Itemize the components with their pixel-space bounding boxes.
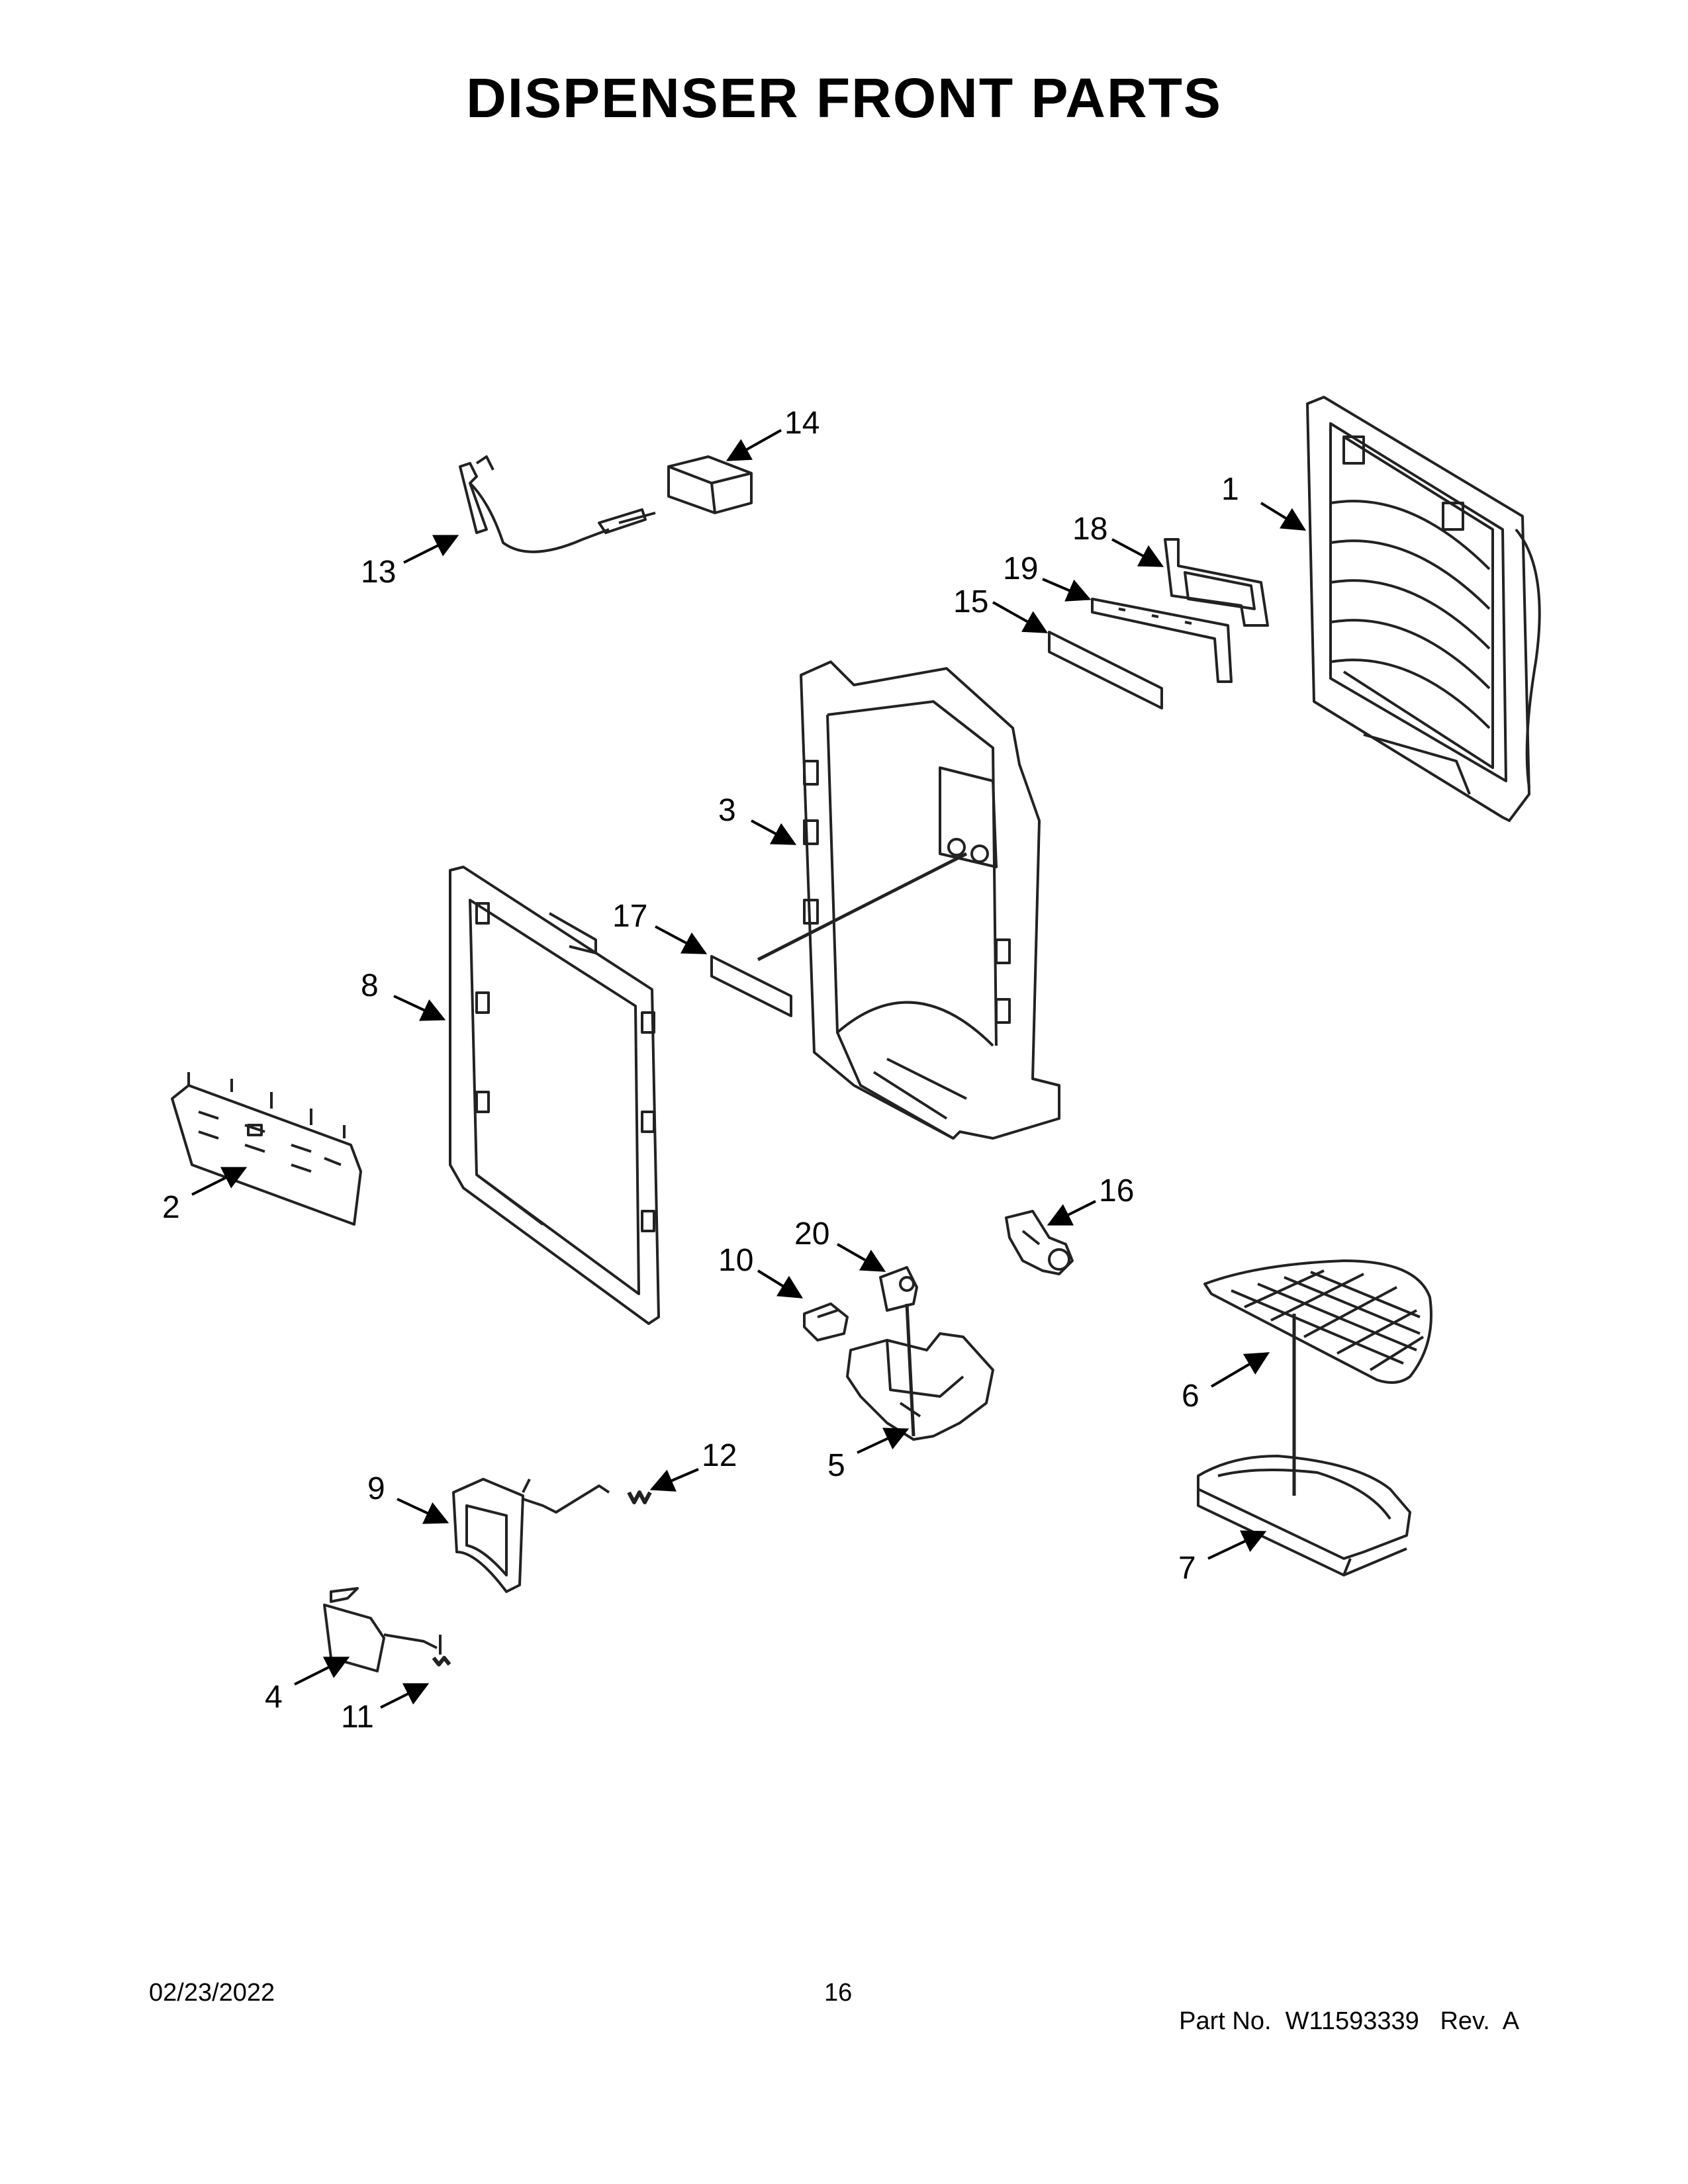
part-8-trim-frame <box>449 866 660 1325</box>
callout-15: 15 <box>953 584 988 619</box>
part-11-spring <box>432 1635 451 1666</box>
page-title: DISPENSER FRONT PARTS <box>466 67 1222 129</box>
callout-20: 20 <box>794 1216 829 1251</box>
leader-arrow-17 <box>655 925 708 954</box>
part-3-dispenser-frame <box>800 660 1060 1140</box>
footer-revision: Rev. A <box>1440 2007 1520 2035</box>
callout-13: 13 <box>361 555 396 590</box>
part-20-switch <box>879 1266 918 1312</box>
leader-arrow-6 <box>1210 1352 1270 1388</box>
callout-19: 19 <box>1003 551 1038 586</box>
callout-14: 14 <box>784 406 820 441</box>
part-7-drip-tray <box>1197 1455 1411 1576</box>
callout-7: 7 <box>1178 1551 1196 1586</box>
callout-2: 2 <box>162 1190 180 1225</box>
leader-arrow-7 <box>1207 1530 1267 1560</box>
part-17-lens <box>710 955 792 1017</box>
part-17-guide-line <box>757 852 968 962</box>
leader-arrow-1 <box>1260 502 1307 531</box>
leader-arrow-3 <box>751 819 797 845</box>
part-14-block <box>667 455 753 514</box>
leader-arrow-20 <box>837 1243 886 1272</box>
leader-arrow-14 <box>726 429 782 461</box>
callout-12: 12 <box>702 1438 737 1473</box>
part-9-link-rod <box>522 1484 610 1514</box>
leader-arrow-15 <box>992 601 1049 633</box>
leader-arrow-16 <box>1047 1200 1096 1226</box>
part-16-motor <box>1005 1210 1074 1275</box>
callout-17: 17 <box>612 899 647 934</box>
callout-16: 16 <box>1099 1173 1134 1208</box>
callout-8: 8 <box>361 968 379 1003</box>
callout-10: 10 <box>718 1243 753 1278</box>
callout-1: 1 <box>1221 472 1239 507</box>
part-5-motor-housing <box>846 1332 994 1441</box>
callout-5: 5 <box>827 1448 845 1483</box>
part-6-drip-grille <box>1203 1259 1432 1384</box>
leader-arrow-5 <box>857 1428 910 1454</box>
leader-arrow-19 <box>1042 578 1092 602</box>
callout-4: 4 <box>265 1680 283 1715</box>
leader-arrow-12 <box>649 1468 699 1492</box>
footer-page-number: 16 <box>824 1979 853 2007</box>
leader-arrow-2 <box>191 1167 248 1196</box>
part-4-lever <box>323 1587 438 1672</box>
part-9-paddle <box>452 1478 531 1593</box>
callout-18: 18 <box>1072 512 1107 547</box>
leader-arrow-4 <box>294 1657 350 1686</box>
leader-arrow-11 <box>380 1683 430 1709</box>
callout-9: 9 <box>367 1471 385 1506</box>
part-18-bracket <box>1164 538 1269 627</box>
leader-arrow-8 <box>393 995 446 1021</box>
part-20-guide-line <box>905 1303 915 1437</box>
callout-3: 3 <box>718 793 736 828</box>
callout-6: 6 <box>1182 1379 1199 1414</box>
footer-part-number: W11593339 <box>1285 2007 1419 2035</box>
leader-arrow-13 <box>403 535 459 564</box>
part-10-microswitch <box>803 1302 849 1342</box>
footer-part-info: Part No. W11593339 Rev. A <box>1165 1979 1519 2036</box>
footer-part-label: Part No. <box>1179 2007 1272 2035</box>
part-1-dispenser-housing <box>1306 396 1541 822</box>
footer-date: 02/23/2022 <box>149 1979 275 2007</box>
part-15-lens <box>1048 631 1163 709</box>
part-2-control-panel <box>171 1072 362 1226</box>
part-12-spring <box>627 1490 652 1504</box>
leader-arrow-18 <box>1111 538 1164 567</box>
leader-arrow-9 <box>397 1498 449 1524</box>
part-13-wire-harness <box>459 455 656 553</box>
leader-arrow-10 <box>757 1269 804 1298</box>
part-19-control-board <box>1091 598 1233 683</box>
callout-11: 11 <box>341 1700 374 1735</box>
